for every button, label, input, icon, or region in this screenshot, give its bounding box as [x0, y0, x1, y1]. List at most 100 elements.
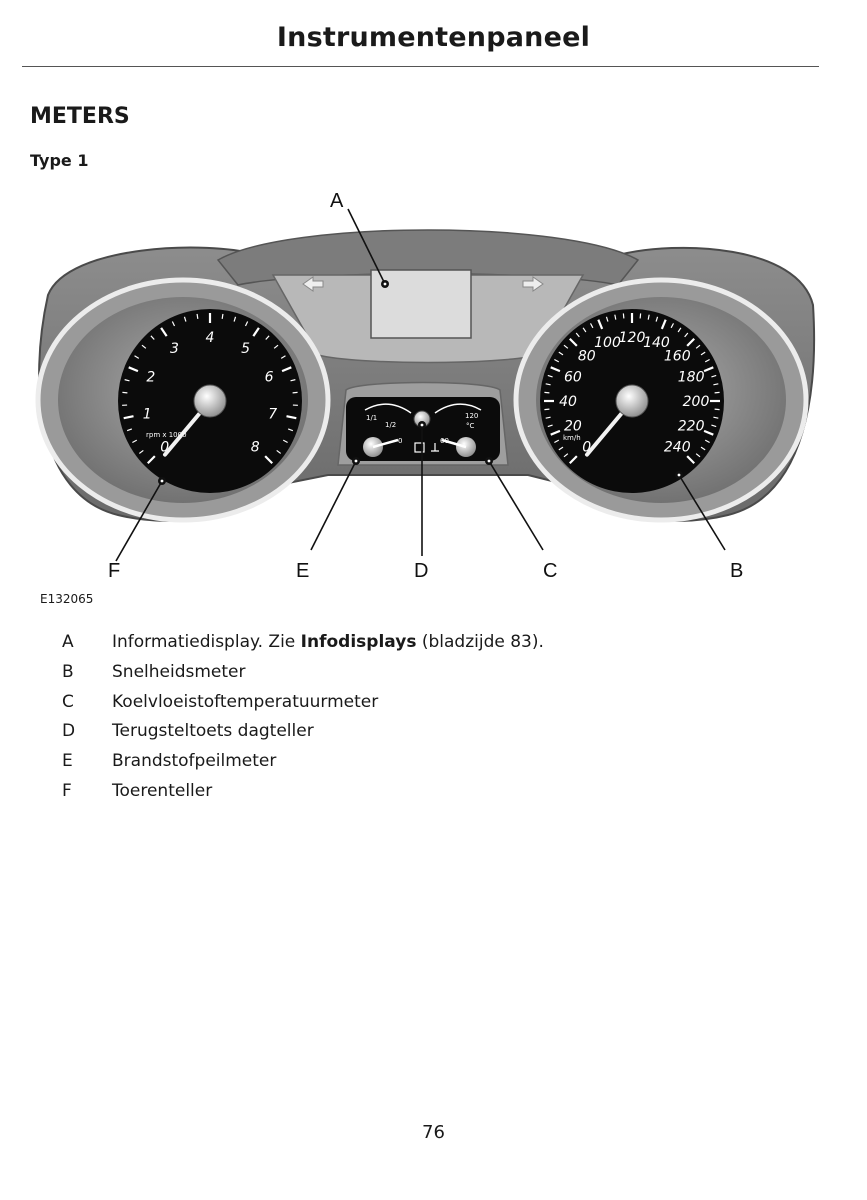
speedometer-tick [614, 314, 617, 320]
page-number: 76 [422, 1122, 445, 1143]
tachometer-tick [183, 316, 187, 322]
speedometer-tick [695, 453, 701, 458]
speedometer-tick [700, 351, 706, 356]
speedometer-tick [713, 383, 719, 386]
speedometer-tick [558, 446, 564, 451]
speedometer-scale-label: 160 [664, 349, 691, 365]
speedometer-tick [660, 319, 667, 330]
speedometer-scale-label: 120 [619, 330, 646, 346]
speedometer-tick [554, 439, 560, 444]
tachometer-tick [124, 379, 130, 382]
tachometer-tick [280, 355, 286, 359]
tachometer-tick [126, 428, 133, 432]
speedometer-tick [686, 455, 696, 465]
legend-text: Informatiedisplay. Zie Infodisplays (bla… [112, 632, 544, 652]
speedometer-scale-label: 60 [564, 370, 582, 386]
tachometer-scale-label: 6 [265, 370, 274, 386]
tachometer-tick [123, 415, 134, 420]
tachometer-tick [286, 415, 297, 420]
tachometer-tick [160, 327, 168, 337]
legend-item: D Terugsteltoets dagteller [0, 721, 867, 747]
temp-label-unit: °C [466, 422, 475, 430]
speedometer-tick [703, 366, 714, 373]
figure-id: E132065 [40, 592, 94, 606]
speedometer-tick [704, 358, 710, 363]
tachometer-tick [264, 455, 274, 465]
tachometer-tick [141, 344, 147, 349]
tachometer-scale-label: 7 [268, 406, 277, 422]
speedometer-scale-label: 80 [578, 349, 596, 365]
tachometer-tick [244, 321, 249, 327]
speedometer-scale-label: 140 [643, 335, 670, 351]
speedometer-scale-label: 100 [594, 335, 621, 351]
tachometer-tick [196, 313, 199, 319]
tachometer-scale-label: 0 [160, 439, 169, 455]
speedometer-tick [547, 374, 553, 378]
fuel-label-empty: 0 [398, 437, 402, 445]
tachometer-tick [128, 366, 139, 373]
tachometer-tick [273, 344, 279, 349]
callout-a: A [330, 190, 344, 212]
speedometer-tick [563, 344, 569, 349]
sub-heading: Type 1 [30, 151, 89, 170]
speedometer-scale-label: 200 [683, 394, 710, 410]
tachometer-tick [287, 428, 294, 432]
legend-letter: C [62, 692, 74, 712]
callout-d: D [414, 560, 428, 582]
legend-item: E Brandstofpeilmeter [0, 751, 867, 777]
legend-letter: D [62, 721, 76, 741]
coolant-temp-icon [431, 443, 439, 452]
tachometer-tick [134, 355, 140, 359]
speedometer-tick [711, 374, 717, 378]
speedometer-tick [575, 332, 580, 338]
speedometer-tick [568, 337, 578, 347]
fuel-label-half: 1/2 [385, 421, 396, 429]
speedometer-tick [670, 323, 675, 329]
speedometer-tick [545, 383, 551, 386]
speedometer-needle-hub [615, 384, 649, 418]
callout-f: F [108, 560, 120, 582]
tachometer-tick [233, 316, 237, 322]
speedometer-tick [700, 446, 706, 451]
tachometer-tick [171, 321, 176, 327]
tachometer-tick [290, 379, 296, 382]
tachometer-tick [146, 455, 156, 465]
legend-text: Snelheidsmeter [112, 662, 246, 682]
tachometer-scale-label: 5 [241, 341, 250, 357]
page-title: Instrumentenpaneel [276, 22, 591, 53]
legend-text-main: Informatiedisplay. Zie [112, 632, 301, 652]
fuel-label-full: 1/1 [366, 414, 377, 422]
legend-text: Terugsteltoets dagteller [112, 721, 314, 741]
speedometer-tick [647, 314, 650, 320]
legend-letter: F [62, 781, 72, 801]
legend-text: Toerenteller [112, 781, 213, 801]
speedometer-tick [558, 351, 564, 356]
tachometer-tick [276, 449, 282, 454]
speedometer-scale-label: 180 [678, 370, 705, 386]
speedometer-tick [703, 429, 714, 436]
speedometer-scale-label: 240 [664, 439, 691, 455]
callout-b: B [730, 560, 743, 582]
cross-reference-link[interactable]: Infodisplays [300, 632, 417, 652]
speedometer-tick [589, 323, 594, 329]
speedometer-tick [704, 439, 710, 444]
speedometer-tick [655, 316, 659, 322]
tachometer-scale-label: 1 [143, 406, 152, 422]
legend-item: F Toerenteller [0, 781, 867, 807]
tachometer-scale-label: 3 [170, 341, 179, 357]
speedometer-tick [597, 319, 604, 330]
speedometer-tick [684, 332, 689, 338]
tachometer-unit-label: rpm x 1000 [146, 431, 187, 439]
speedometer-tick [545, 416, 551, 419]
fuel-pump-icon [414, 442, 425, 453]
speedometer-scale-label: 20 [564, 418, 582, 434]
speedometer-tick [568, 455, 578, 465]
legend-text: Brandstofpeilmeter [112, 751, 277, 771]
legend-text: Koelvloeistoftemperatuurmeter [112, 692, 379, 712]
speedometer-tick [605, 316, 609, 322]
speedometer-tick [550, 366, 561, 373]
speedometer-tick [563, 453, 569, 458]
legend-text-suffix: (bladzijde 83). [416, 632, 544, 652]
